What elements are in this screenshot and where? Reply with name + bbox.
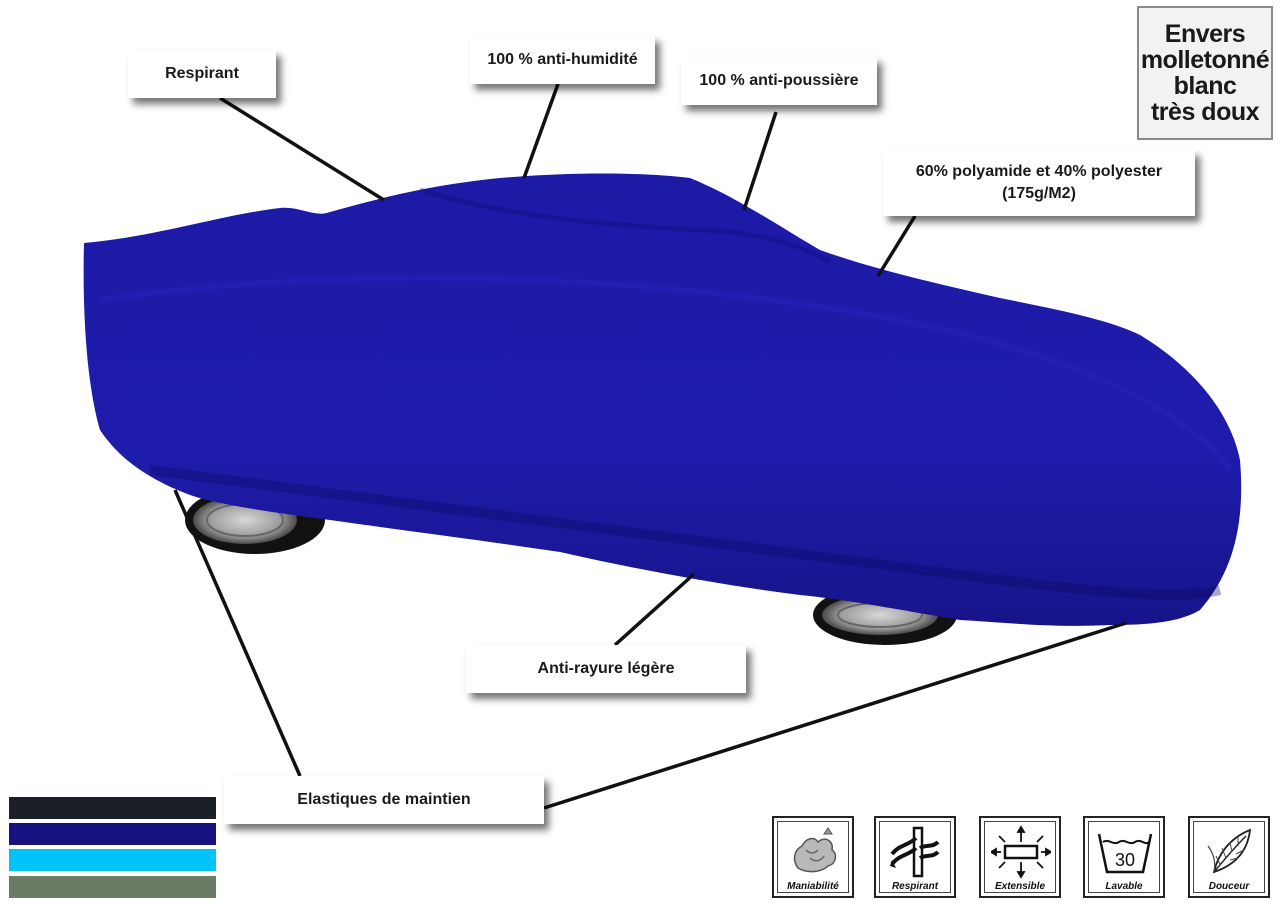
callout-anti-rayure-text: Anti-rayure légère	[537, 660, 675, 678]
feature-label: Maniabilité	[787, 881, 839, 892]
callout-anti-humidite-text: 100 % anti-humidité	[487, 51, 638, 69]
pointer-respirant	[219, 96, 385, 202]
color-swatch-black[interactable]	[9, 797, 216, 819]
feature-badge-extensible: Extensible	[979, 816, 1061, 898]
callout-elastiques: Elastiques de maintien	[224, 776, 544, 824]
feature-label: Lavable	[1105, 881, 1143, 892]
wash-30-icon: 30	[1097, 833, 1153, 874]
pointer-lines	[173, 83, 1127, 810]
feature-label: Respirant	[891, 881, 939, 892]
color-swatch-navy[interactable]	[9, 823, 216, 845]
color-swatch-grey-green[interactable]	[9, 876, 216, 898]
callout-anti-poussiere: 100 % anti-poussière	[681, 57, 877, 105]
hand-icon	[793, 827, 837, 873]
color-swatch-cyan[interactable]	[9, 849, 216, 871]
pointer-matiere	[876, 215, 917, 277]
callout-respirant-text: Respirant	[165, 65, 239, 83]
envers-line1: Envers	[1164, 19, 1246, 48]
callout-matiere: 60% polyamide et 40% polyester (175g/M2)	[883, 150, 1195, 216]
callout-elastiques-text: Elastiques de maintien	[297, 791, 471, 809]
callout-matiere-line2: (175g/M2)	[1002, 185, 1076, 202]
feature-badge-respirant: Respirant	[874, 816, 956, 898]
envers-line2: molletonné	[1140, 45, 1270, 74]
envers-line3: blanc	[1173, 72, 1237, 100]
callout-respirant: Respirant	[128, 50, 276, 98]
pointer-poussiere	[742, 111, 778, 211]
breathable-icon	[890, 826, 940, 878]
callout-matiere-line1: 60% polyamide et 40% polyester	[915, 163, 1163, 181]
feather-icon	[1207, 828, 1252, 874]
feature-badge-lavable: 30 Lavable	[1083, 816, 1165, 898]
pointer-humidite	[522, 83, 560, 179]
feature-label: Extensible	[994, 881, 1046, 892]
callout-anti-poussiere-text: 100 % anti-poussière	[699, 72, 859, 90]
feature-label: Douceur	[1208, 881, 1250, 892]
pointer-elastiques-rear	[173, 489, 302, 777]
feature-badge-maniabilite: Maniabilité	[772, 816, 854, 898]
feature-badge-douceur: Douceur	[1188, 816, 1270, 898]
car-cover	[83, 173, 1242, 626]
envers-info-box: Envers molletonné blanc très doux	[1137, 6, 1273, 140]
wash-temperature: 30	[1115, 850, 1135, 870]
callout-anti-humidite: 100 % anti-humidité	[470, 36, 655, 84]
pointer-rayure	[613, 572, 696, 647]
pointer-elastiques-front	[543, 621, 1127, 810]
stretch-icon	[991, 825, 1051, 879]
callout-anti-rayure: Anti-rayure légère	[466, 645, 746, 693]
envers-line4: très doux	[1150, 98, 1260, 127]
